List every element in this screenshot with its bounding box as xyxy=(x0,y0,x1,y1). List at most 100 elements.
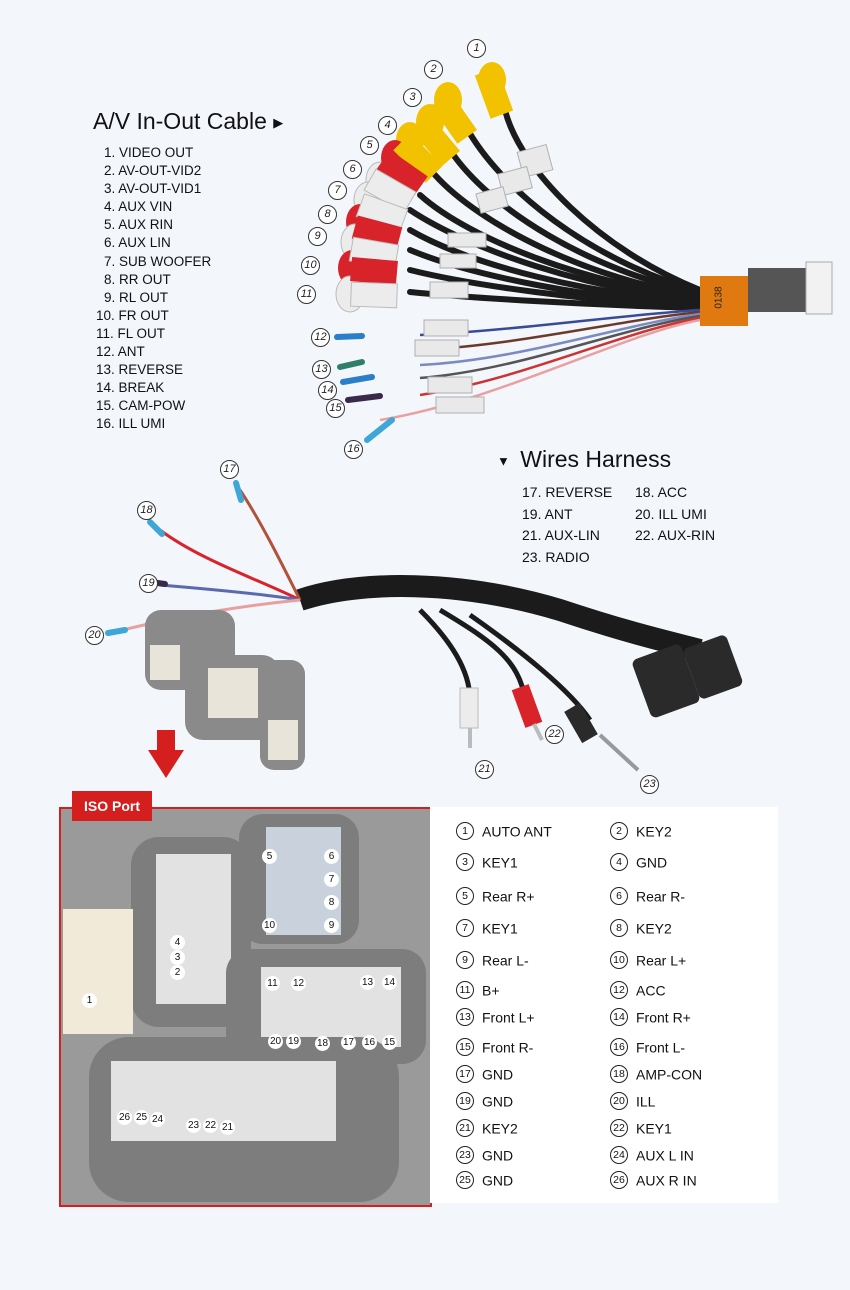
callout-16: 16 xyxy=(344,440,363,459)
callout-14: 14 xyxy=(318,381,337,400)
iso-pin-18: 18 xyxy=(315,1036,330,1051)
callout-15: 15 xyxy=(326,399,345,418)
list-item: 18. ACC xyxy=(635,484,688,500)
wires-harness-list-right: 18. ACC 20. ILL UMI 22. AUX-RIN xyxy=(635,482,715,547)
av-cable-title: A/V In-Out Cable ▶ xyxy=(93,108,284,134)
list-item: 13. REVERSE xyxy=(96,362,184,378)
iso-pin-8: 8 xyxy=(324,895,339,910)
callout-7: 7 xyxy=(328,181,347,200)
list-item: 10. FR OUT xyxy=(96,307,169,323)
iso-pin-22: 22 xyxy=(203,1118,218,1133)
iso-pin-4: 4 xyxy=(170,935,185,950)
list-item: 11. FL OUT xyxy=(96,325,166,341)
arrow-right-icon: ▶ xyxy=(273,114,284,130)
callout-11: 11 xyxy=(297,285,316,304)
callout-1: 1 xyxy=(467,39,486,58)
callout-22: 22 xyxy=(545,725,564,744)
list-item: 14. BREAK xyxy=(96,380,165,396)
list-item: 12. ANT xyxy=(96,344,145,360)
iso-pin-16: 16 xyxy=(362,1035,377,1050)
callout-2: 2 xyxy=(424,60,443,79)
arrow-down-icon: ▼ xyxy=(497,453,510,469)
callout-17: 17 xyxy=(220,460,239,479)
list-item: 8. RR OUT xyxy=(104,271,171,287)
av-cable-illustration xyxy=(105,62,833,778)
callout-4: 4 xyxy=(378,116,397,135)
list-item: 1. VIDEO OUT xyxy=(104,145,194,160)
callout-5: 5 xyxy=(360,136,379,155)
list-item: 20. ILL UMI xyxy=(635,505,707,522)
iso-pin-14: 14 xyxy=(382,975,397,990)
iso-pin-11: 11 xyxy=(265,976,280,991)
list-item: 17. REVERSE xyxy=(522,484,613,500)
iso-pin-23: 23 xyxy=(186,1118,201,1133)
wires-harness-list-left: 17. REVERSE 19. ANT 21. AUX-LIN 23. RADI… xyxy=(522,482,612,568)
iso-pin-25: 25 xyxy=(134,1110,149,1125)
iso-pin-12: 12 xyxy=(291,976,306,991)
iso-pin-10: 10 xyxy=(262,918,277,933)
callout-6: 6 xyxy=(343,160,362,179)
callout-18: 18 xyxy=(137,501,156,520)
callout-10: 10 xyxy=(301,256,320,275)
list-item: 23. RADIO xyxy=(522,548,590,565)
iso-pin-17: 17 xyxy=(341,1035,356,1050)
iso-pin-20: 20 xyxy=(268,1034,283,1049)
list-item: 3. AV-OUT-VID1 xyxy=(104,181,202,197)
list-item: 21. AUX-LIN xyxy=(522,527,600,543)
list-item: 15. CAM-POW xyxy=(96,398,186,414)
wires-harness-title: ▼ Wires Harness xyxy=(497,446,672,472)
callout-19: 19 xyxy=(139,574,158,593)
list-item: 9. RL OUT xyxy=(104,289,169,305)
iso-pin-13: 13 xyxy=(360,975,375,990)
callout-9: 9 xyxy=(308,227,327,246)
iso-port-tag: ISO Port xyxy=(72,791,152,821)
iso-port-legend xyxy=(430,807,778,1203)
iso-pin-26: 26 xyxy=(117,1110,132,1125)
iso-pin-5: 5 xyxy=(262,849,277,864)
callout-12: 12 xyxy=(311,328,330,347)
iso-pin-3: 3 xyxy=(170,950,185,965)
iso-pin-6: 6 xyxy=(324,849,339,864)
list-item: 7. SUB WOOFER xyxy=(104,253,212,269)
list-item: 6. AUX LIN xyxy=(104,235,171,251)
iso-pin-9: 9 xyxy=(324,918,339,933)
iso-pin-2: 2 xyxy=(170,965,185,980)
iso-pin-1: 1 xyxy=(82,993,97,1008)
iso-pin-19: 19 xyxy=(286,1034,301,1049)
iso-pin-15: 15 xyxy=(382,1035,397,1050)
callout-23: 23 xyxy=(640,775,659,794)
iso-pin-21: 21 xyxy=(220,1120,235,1135)
iso-port-photo xyxy=(59,807,432,1207)
iso-connector-illustration xyxy=(61,809,430,1205)
list-item: 2. AV-OUT-VID2 xyxy=(104,163,202,179)
list-item: 22. AUX-RIN xyxy=(635,527,716,543)
iso-pin-24: 24 xyxy=(150,1112,165,1127)
list-item: 16. ILL UMI xyxy=(96,416,166,432)
iso-pin-7: 7 xyxy=(324,872,339,887)
connector-label: 0138 xyxy=(713,286,725,309)
av-cable-list: 1. VIDEO OUT 2. AV-OUT-VID2 3. AV-OUT-VI… xyxy=(96,144,211,434)
list-item: 4. AUX VIN xyxy=(104,199,173,215)
